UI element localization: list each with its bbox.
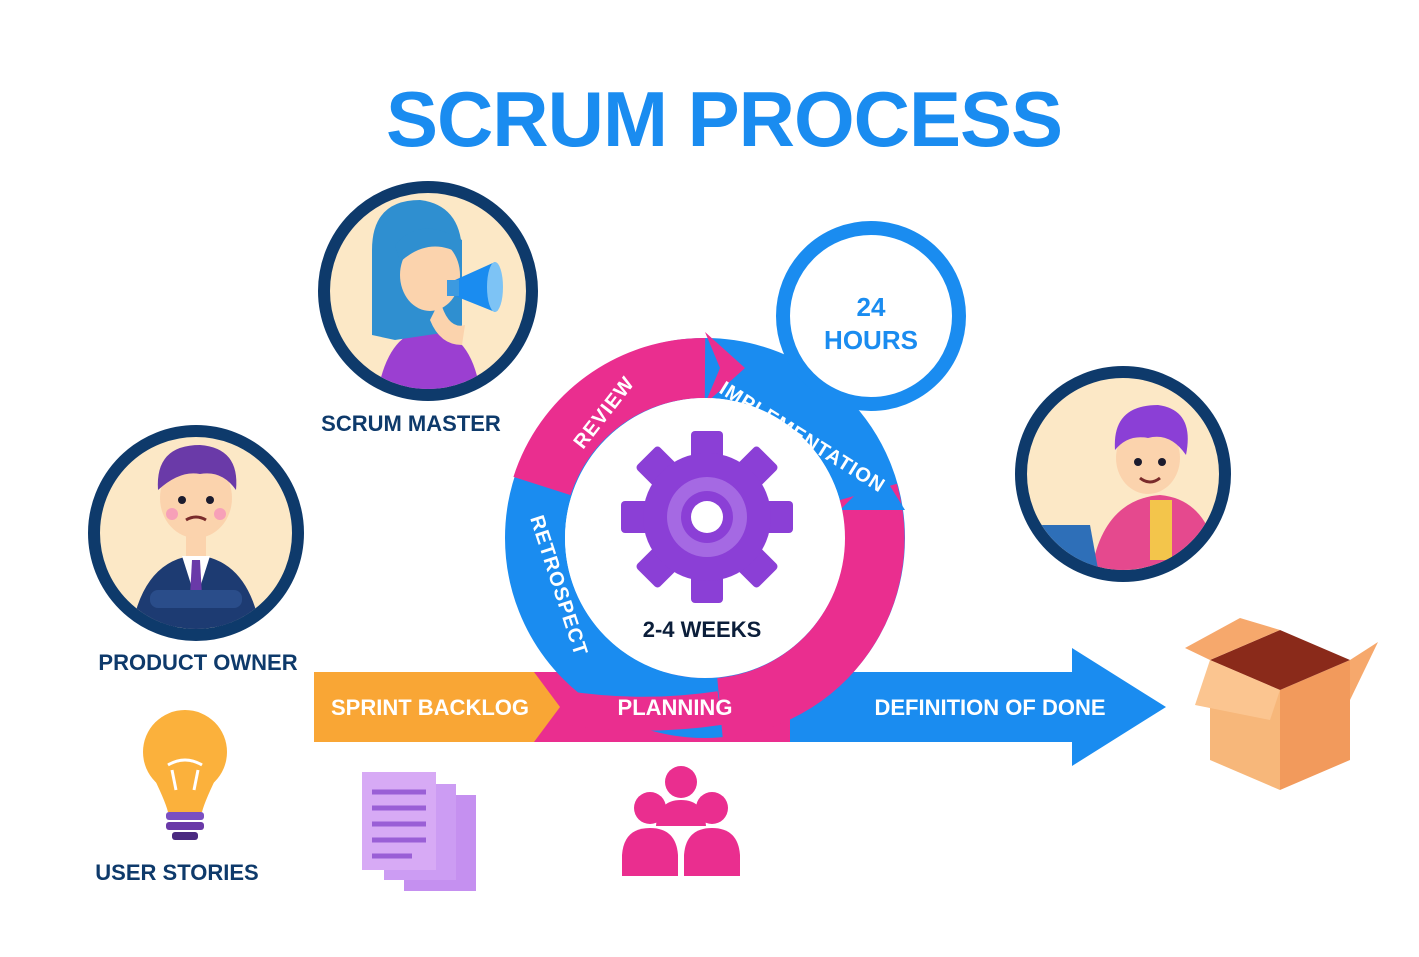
scrum-master-portrait [318, 181, 538, 401]
businessman-icon [130, 445, 262, 629]
gear-icon [621, 431, 793, 603]
sprint-backlog-label: SPRINT BACKLOG [331, 695, 529, 720]
planning-label: PLANNING [618, 695, 733, 720]
documents-icon [362, 772, 476, 891]
lightbulb-icon [143, 710, 227, 840]
center-label: 2-4 WEEKS [643, 617, 762, 642]
review-arc [513, 337, 706, 496]
product-owner-label: PRODUCT OWNER [98, 650, 297, 675]
megaphone-person-icon [447, 262, 503, 312]
definition-of-done-arrow [760, 648, 1166, 766]
developer-portrait [1015, 366, 1231, 582]
daily-ring [776, 221, 966, 411]
user-stories-label: USER STORIES [95, 860, 258, 885]
daily-cycle: 24 HOURS [776, 221, 966, 411]
product-owner-portrait [88, 425, 304, 641]
implementation-arc-head [840, 470, 905, 510]
review-arc-head [705, 332, 745, 404]
planning-arc [716, 483, 905, 738]
page-title: SCRUM PROCESS [386, 75, 1062, 163]
daily-line-1: 24 [857, 292, 886, 322]
daily-line-2: HOURS [824, 325, 918, 355]
team-icon [622, 766, 740, 876]
planning-arc-tail [557, 690, 723, 731]
scrum-master-label: SCRUM MASTER [321, 411, 501, 436]
sprint-backlog-segment [314, 672, 574, 742]
open-box-icon [1185, 618, 1378, 790]
definition-of-done-label: DEFINITION OF DONE [875, 695, 1106, 720]
